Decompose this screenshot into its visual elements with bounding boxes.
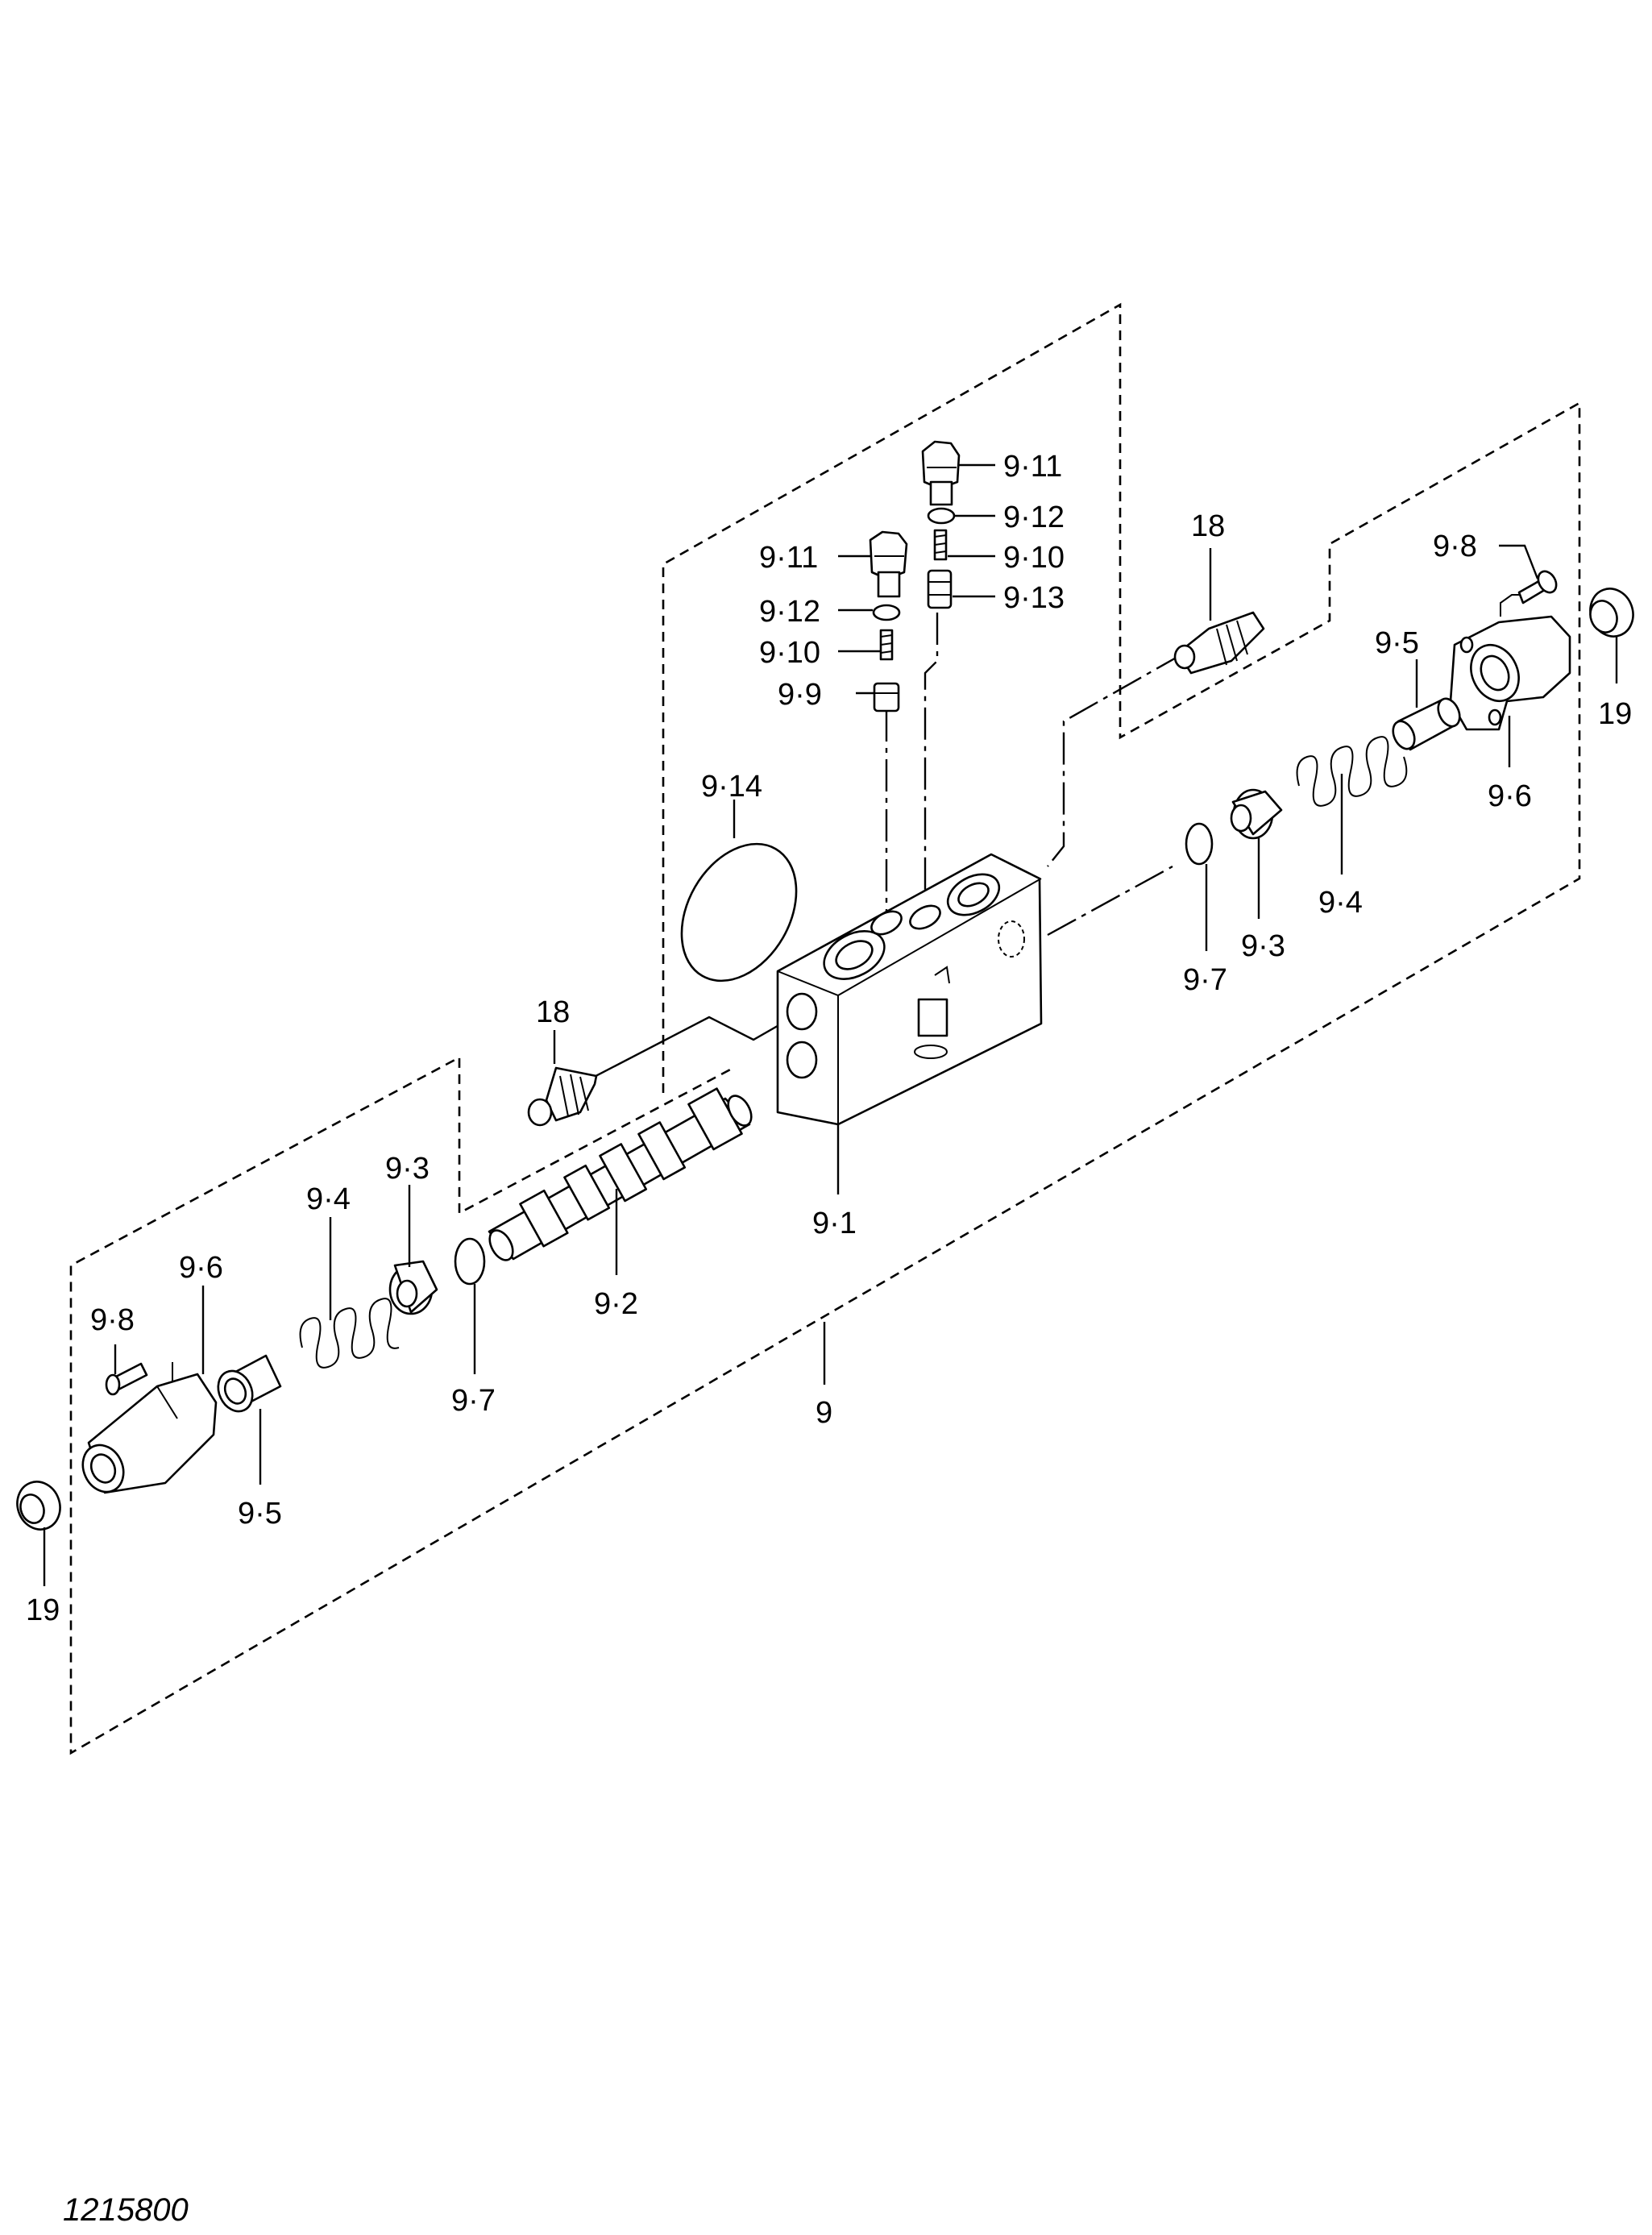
- label-9-13: 9·13: [1003, 581, 1065, 615]
- label-9-3-right: 9·3: [1241, 929, 1285, 963]
- label-19-right: 19: [1598, 697, 1632, 731]
- relief-valve-18-lower: [527, 1066, 598, 1127]
- label-9-5-right: 9·5: [1375, 626, 1419, 660]
- label-9-4-right: 9·4: [1318, 886, 1363, 920]
- label-9-2: 9·2: [594, 1287, 638, 1321]
- o-ring-9-7-right: [1185, 822, 1214, 866]
- label-9-8-left: 9·8: [90, 1303, 135, 1337]
- poppet-9-9: [873, 682, 900, 712]
- label-9-3-left: 9·3: [385, 1152, 430, 1186]
- drawing-code: 1215800: [63, 2192, 189, 2228]
- centerline-spool-right: [1047, 865, 1173, 937]
- plug-19-left: [16, 1481, 61, 1531]
- label-9-11-left: 9·11: [759, 541, 818, 575]
- cover-9-6-right: [1449, 615, 1571, 731]
- valve-body-9-1: [776, 853, 1043, 1126]
- check-valve-9-13: [927, 569, 953, 609]
- label-9-14: 9·14: [701, 770, 762, 804]
- label-19-left: 19: [26, 1593, 60, 1627]
- label-9-6-left: 9·6: [179, 1251, 223, 1285]
- sleeve-9-5-right: [1392, 697, 1461, 751]
- o-ring-9-12-left: [872, 604, 901, 621]
- upper-assembly-boundary: [69, 302, 1581, 1755]
- label-9-11-right: 9·11: [1003, 450, 1062, 484]
- o-ring-9-14: [680, 842, 798, 982]
- label-9-12-left: 9·12: [759, 595, 820, 629]
- spool-9-2: [488, 1087, 753, 1261]
- label-9: 9: [816, 1396, 832, 1430]
- label-9-10-left: 9·10: [759, 636, 820, 670]
- cover-9-6-left: [81, 1373, 218, 1494]
- label-9-10-right: 9·10: [1003, 541, 1065, 575]
- label-9-5-left: 9·5: [238, 1497, 282, 1531]
- o-ring-9-12-right: [927, 507, 956, 525]
- spring-seat-9-3-right: [1230, 788, 1283, 840]
- relief-valve-18-upper: [1173, 611, 1265, 675]
- centerline-valve-18-upper: [1047, 651, 1185, 867]
- label-9-7-left: 9·7: [451, 1384, 496, 1418]
- leader-lines: [43, 463, 1618, 1586]
- label-9-7-right: 9·7: [1183, 963, 1227, 997]
- spring-9-10-left: [879, 629, 894, 661]
- bolt-9-8-left: [105, 1362, 148, 1396]
- sleeve-9-5-left: [217, 1354, 282, 1413]
- callout-labels: 9·11 9·12 9·10 9·13 9·11 9·12 9·10 9·9 1…: [26, 450, 1632, 1627]
- label-9-4-left: 9·4: [306, 1182, 351, 1216]
- spring-9-4-left: [299, 1298, 400, 1369]
- centerline-valve-18-lower: [579, 1016, 782, 1086]
- centerline-cover-right: [1500, 594, 1519, 617]
- spring-9-4-right: [1296, 736, 1408, 807]
- spring-9-10-right: [933, 529, 948, 561]
- o-ring-9-7-left: [454, 1237, 486, 1286]
- label-9-9: 9·9: [778, 678, 822, 712]
- plug-9-11-right: [921, 440, 961, 506]
- spring-seat-9-3-left: [388, 1260, 438, 1315]
- label-18-upper: 18: [1191, 509, 1225, 543]
- plug-9-11-left: [869, 530, 908, 598]
- centerline-plug-9-13: [924, 613, 939, 915]
- bolt-9-8-right: [1517, 570, 1558, 604]
- label-9-1: 9·1: [812, 1207, 857, 1240]
- label-9-6-right: 9·6: [1488, 779, 1532, 813]
- label-9-8-right: 9·8: [1433, 530, 1477, 563]
- plug-19-right: [1589, 588, 1634, 638]
- label-9-12-right: 9·12: [1003, 501, 1065, 534]
- label-18-lower: 18: [536, 995, 570, 1029]
